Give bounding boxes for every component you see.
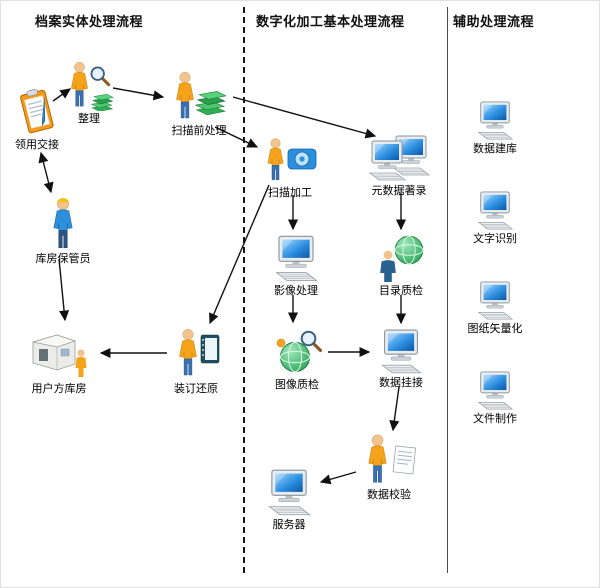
person-document-icon [368,434,417,483]
arrow-prescan-to-metadata [232,96,377,139]
arrow-handover-to-organize [52,88,72,102]
dual-computer-icon [369,135,430,181]
node-data-linking: 数据挂接 [371,329,431,390]
node-label: 库房保管员 [35,252,91,265]
node-label: 文件制作 [473,412,517,425]
node-image-processing: 影像处理 [267,235,325,298]
node-label: 领用交接 [15,138,59,151]
node-drawing-vectorization: 图纸矢量化 [461,281,529,336]
person-scanner-icon [267,138,317,181]
node-label: 图纸矢量化 [467,322,523,335]
node-label: 整理 [78,112,100,125]
computer-icon [271,235,321,283]
person-book-icon [179,328,220,376]
arrow-verify-to-server [319,471,357,485]
node-binding-restoration: 装订还原 [165,325,227,396]
node-server: 服务器 [259,469,319,532]
person-icon [46,197,80,251]
computer-icon [474,371,516,411]
computer-icon [376,329,426,375]
node-label: 装订还原 [174,382,218,395]
node-label: 元数据著录 [371,184,427,197]
node-label: 文字识别 [473,232,517,245]
node-collection-handover: 领用交接 [9,87,65,152]
node-pre-scan-processing: 扫描前处理 [165,71,233,138]
arrow-scanning-to-binding [209,184,270,325]
node-label: 数据挂接 [379,376,423,389]
globe-magnifier-icon [276,330,323,373]
section-divider-solid [447,7,448,573]
node-text-recognition: 文字识别 [467,191,523,246]
arrow-datalink-to-verify [389,386,400,432]
computer-icon [474,101,516,141]
node-label: 服务器 [272,518,306,531]
section-title-digitization: 数字化加工基本处理流程 [256,15,405,30]
node-organize: 整理 [61,59,117,126]
node-database-building: 数据建库 [467,101,523,156]
arrow-keeper-to-warehouse [58,258,70,322]
person-globe-icon [380,235,424,282]
arrow-handover-keeper-bidirectional [38,151,54,194]
node-label: 数据校验 [367,488,411,501]
node-label: 影像处理 [274,284,318,297]
node-label: 扫描加工 [268,186,312,199]
node-catalog-qc: 目录质检 [371,231,431,298]
arrow-organize-to-prescan [112,87,165,101]
section-divider-dashed [243,7,245,573]
node-label: 扫描前处理 [171,124,227,137]
warehouse-icon [32,334,87,377]
node-file-production: 文件制作 [467,371,523,426]
computer-icon [474,281,516,321]
node-warehouse-keeper: 库房保管员 [31,197,95,266]
computer-icon [474,191,516,231]
clipboard-icon [17,87,57,137]
node-metadata-cataloging: 元数据著录 [361,135,437,198]
section-title-archive-entity: 档案实体处理流程 [35,15,144,30]
node-label: 数据建库 [473,142,517,155]
node-data-verification: 数据校验 [355,433,423,502]
node-label: 用户方库房 [31,382,87,395]
node-image-qc: 图像质检 [267,327,327,392]
person-magnifier-icon [71,61,114,111]
section-title-auxiliary: 辅助处理流程 [453,15,535,30]
node-label: 图像质检 [275,378,319,391]
node-label: 目录质检 [379,284,423,297]
arrow-prescan-to-scanning [214,126,259,148]
node-user-warehouse: 用户方库房 [23,327,95,396]
computer-icon [263,469,315,517]
node-scanning: 扫描加工 [257,137,323,200]
person-books-icon [176,71,227,119]
